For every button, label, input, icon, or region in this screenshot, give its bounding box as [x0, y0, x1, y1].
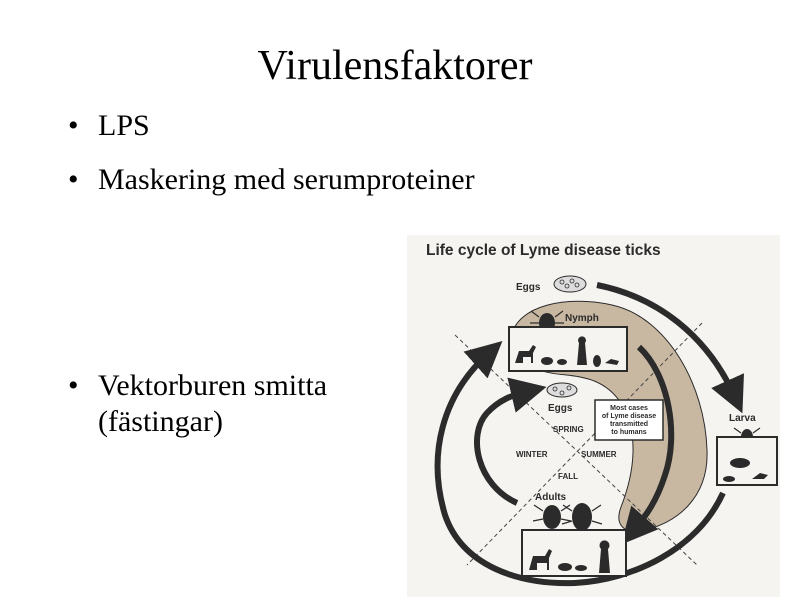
- adult-ticks-icon: [532, 503, 603, 531]
- bullet-text: Vektorburen smitta (fästingar): [98, 369, 328, 438]
- season-divider: [466, 322, 703, 566]
- bullet-dot-icon: •: [68, 369, 79, 402]
- bullet-dot-icon: •: [68, 109, 79, 142]
- bullet-text: Maskering med serumproteiner: [98, 163, 475, 196]
- eggs-inner-cluster-icon: [546, 382, 578, 398]
- season-fall: FALL: [558, 472, 578, 481]
- nymph-label: Nymph: [565, 313, 599, 324]
- eggs-top-label: Eggs: [516, 282, 541, 293]
- larva-label: Larva: [729, 413, 756, 424]
- note-line: of Lyme disease: [602, 413, 656, 420]
- adults-hosts-animals-icon: [529, 540, 610, 573]
- note-line: Most cases: [610, 405, 648, 412]
- eggs-cluster-icon: [553, 275, 587, 293]
- diagram-title: Life cycle of Lyme disease ticks: [426, 242, 661, 259]
- eggs-inner-label: Eggs: [548, 403, 573, 414]
- larva-hosts-animals-icon: [723, 458, 768, 482]
- note-line: to humans: [611, 429, 646, 436]
- lifecycle-diagram: Life cycle of Lyme disease ticks Eggs Ny…: [426, 242, 778, 587]
- outer-cycle-arrow: [434, 340, 726, 587]
- season-spring: SPRING: [553, 425, 584, 434]
- season-summer: SUMMER: [581, 450, 617, 459]
- adults-hosts-box: [521, 529, 627, 577]
- season-winter: WINTER: [516, 450, 548, 459]
- lyme-lifecycle-figure: Life cycle of Lyme disease ticks Eggs Ny…: [407, 235, 780, 597]
- bullet-text: LPS: [98, 109, 150, 142]
- bullet-dot-icon: •: [68, 163, 79, 196]
- nymph-hosts-animals-icon: [515, 336, 619, 367]
- bullet-item: • Vektorburen smitta (fästingar): [68, 368, 368, 440]
- eggs-to-larva-arrow: [596, 282, 744, 414]
- nymph-hosts-box: [508, 326, 628, 372]
- note-line: transmitted: [610, 421, 648, 428]
- transmission-note-box: [594, 399, 664, 441]
- bullet-item: • LPS: [68, 108, 150, 144]
- adult-to-eggs-arrow: [474, 377, 547, 506]
- nymph-to-adult-arrow: [621, 344, 675, 545]
- bullet-item: • Maskering med serumproteiner: [68, 162, 475, 198]
- adults-label: Adults: [535, 492, 567, 503]
- slide-title: Virulensfaktorer: [257, 43, 533, 89]
